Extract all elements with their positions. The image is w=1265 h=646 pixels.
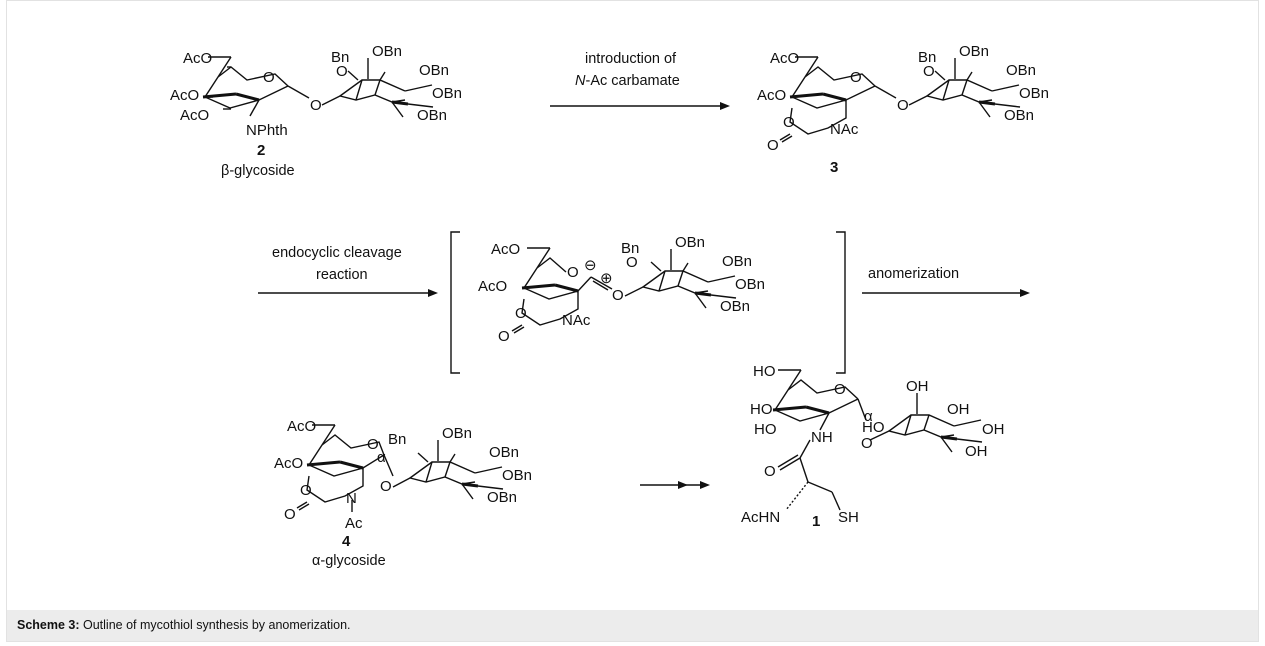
figure-frame [6,0,1259,642]
c4-obn-3: OBn [502,467,532,484]
c3-obn-3: OBn [1019,85,1049,102]
step2-label-line2: reaction [316,267,368,283]
step1-label-line1: introduction of [585,51,677,67]
c4-obn-1: OBn [442,425,472,442]
arrow-step-3: anomerization [862,266,1030,297]
c2-obn-4: OBn [417,107,447,124]
c3-aco-1: AcO [770,50,799,67]
int-link-o: O [612,287,624,304]
c2-aco-3: AcO [180,107,209,124]
compound-4-number: 4 [342,533,351,550]
int-obn-1: OBn [675,234,705,251]
c4-bn: Bn [388,431,406,448]
int-obn-4: OBn [720,298,750,315]
c1-achn: AcHN [741,509,780,526]
compound-2-number: 2 [257,142,265,159]
step2-label-line1: endocyclic cleavage [272,245,402,261]
c1-sh: SH [838,509,859,526]
c4-carb-o: O [300,482,312,499]
c4-aco-1: AcO [287,418,316,435]
int-negative-charge: ⊖ [584,257,597,274]
c2-aco-1: AcO [183,50,212,67]
compound-2-descriptor: β-glycoside [221,163,295,179]
step1-label-line2: N-Ac carbamate [575,73,680,89]
c2-aco-2: AcO [170,87,199,104]
caption-bar: Scheme 3: Outline of mycothiol synthesis… [7,610,1258,641]
c1-oh-1: OH [906,378,929,395]
reaction-scheme: AcO AcO AcO NPhth O O Bn OBn OBn OBn OBn… [170,43,1049,569]
c3-nac: NAc [830,121,859,138]
int-nac: NAc [562,312,591,329]
c4-obn-4: OBn [487,489,517,506]
caption-label: Scheme 3: [17,618,80,632]
compound-1: HO HO HO O α NH O O OH HO OH OH OH AcHN … [741,363,1005,530]
c4-ac: Ac [345,515,363,532]
compound-4: AcO AcO O O α N O Ac O Bn OBn OBn OBn OB… [274,418,532,569]
step3-label: anomerization [868,266,959,282]
c2-obn-1: OBn [372,43,402,60]
c1-link-o: O [861,435,873,452]
c2-obn-3: OBn [432,85,462,102]
compound-1-number: 1 [812,513,820,530]
c3-carb-o: O [783,114,795,131]
figure-caption: Scheme 3: Outline of mycothiol synthesis… [17,618,351,632]
c3-ring-o: O [850,69,862,86]
c1-ho-2: HO [750,401,773,418]
c4-link-o: O [380,478,392,495]
int-obn-3: OBn [735,276,765,293]
c2-nphth: NPhth [246,122,288,139]
int-bn: Bn [621,240,639,257]
c3-obn-4: OBn [1004,107,1034,124]
c4-aco-2: AcO [274,455,303,472]
int-ring-o: O [567,264,579,281]
c1-oh-2: OH [947,401,970,418]
int-carbonyl-o: O [498,328,510,345]
caption-text: Outline of mycothiol synthesis by anomer… [79,618,351,632]
c1-ho-inositol: HO [862,419,885,436]
c3-link-o: O [897,97,909,114]
c1-amide-o: O [764,463,776,480]
int-o-bn: O [626,254,638,271]
c1-alpha: α [864,408,873,425]
compound-3-number: 3 [830,159,838,176]
int-positive-charge: ⊕ [600,270,613,287]
int-obn-2: OBn [722,253,752,270]
c1-nh: NH [811,429,833,446]
c1-ho-1: HO [753,363,776,380]
int-aco-1: AcO [491,241,520,258]
c3-bn: Bn [918,49,936,66]
c4-obn-2: OBn [489,444,519,461]
c4-ring-o: O [367,436,379,453]
c4-alpha: α [377,449,386,466]
arrow-step-1: introduction of N-Ac carbamate [550,51,730,110]
compound-2: AcO AcO AcO NPhth O O Bn OBn OBn OBn OBn… [170,43,462,179]
intermediate: AcO AcO O O NAc O O Bn OBn OBn OBn OBn O… [450,231,846,374]
c3-obn-2: OBn [1006,62,1036,79]
compound-3: AcO AcO O O NAc O O Bn OBn OBn OBn OBn O… [757,43,1049,176]
c3-o-bn: O [923,63,935,80]
c1-ring-o: O [834,381,846,398]
c2-o-bn: O [336,63,348,80]
c2-obn-2: OBn [419,62,449,79]
c3-aco-2: AcO [757,87,786,104]
c1-oh-3: OH [982,421,1005,438]
int-aco-2: AcO [478,278,507,295]
c1-oh-4: OH [965,443,988,460]
c4-carbonyl-o: O [284,506,296,523]
step1-rest: -Ac carbamate [585,73,679,89]
c3-carbonyl-o: O [767,137,779,154]
int-carb-o: O [515,305,527,322]
compound-4-descriptor: α-glycoside [312,553,386,569]
c2-link-o: O [310,97,322,114]
arrow-step-2: endocyclic cleavage reaction [258,245,438,297]
c4-n: N [346,490,357,507]
step1-italic-n: N [575,73,586,89]
c1-ho-3: HO [754,421,777,438]
c3-obn-1: OBn [959,43,989,60]
c2-bn: Bn [331,49,349,66]
arrow-multistep [640,481,710,489]
c2-ring-o: O [263,69,275,86]
